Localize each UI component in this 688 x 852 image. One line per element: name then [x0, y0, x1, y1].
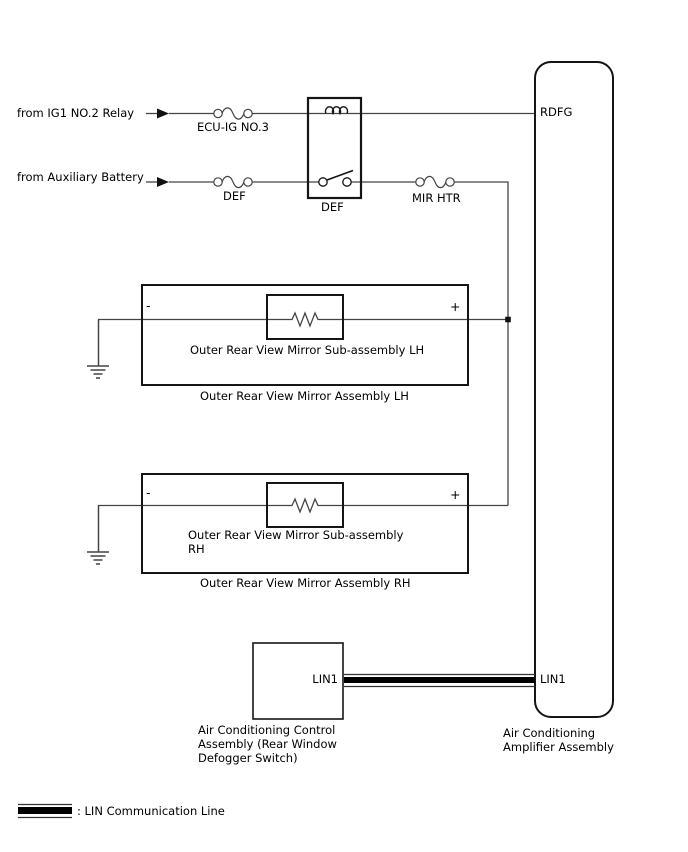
wire-mirror-lh: [98, 311, 508, 328]
legend-lin-line-icon: [18, 803, 72, 819]
arrow-ig1-icon: [157, 108, 169, 119]
mirror-sub-lh-label: Outer Rear View Mirror Sub-assembly LH: [190, 343, 425, 357]
mirror-lh-plus: +: [450, 299, 461, 314]
legend-lin-label: : LIN Communication Line: [77, 804, 225, 818]
ground-lh-icon: [87, 319, 109, 379]
amplifier-pin-rdfg: RDFG: [540, 105, 573, 119]
relay-def-label: DEF: [321, 200, 344, 214]
relay-def-box: [306, 96, 363, 200]
mirror-lh-minus: -: [146, 298, 151, 313]
relay-switch-icon: [318, 169, 354, 187]
fuse-mir-htr-icon: [415, 175, 455, 189]
relay-coil-icon: [324, 106, 349, 116]
fuse-mir-htr-label: MIR HTR: [412, 191, 461, 205]
ground-rh-icon: [87, 505, 109, 565]
amplifier-assembly-label: Air Conditioning Amplifier Assembly: [503, 726, 614, 754]
fuse-ecu-ig-label: ECU-IG NO.3: [197, 120, 269, 134]
fuse-def-icon: [213, 175, 253, 189]
wire-mirror-rh: [98, 497, 508, 514]
arrow-aux-icon: [157, 177, 169, 187]
mirror-sub-lh-box: [266, 294, 344, 340]
control-assembly-box: [252, 642, 344, 720]
mirror-assembly-rh-label: Outer Rear View Mirror Assembly RH: [200, 576, 411, 590]
junction-dot: [505, 316, 511, 323]
mirror-assembly-lh-box: [141, 284, 469, 386]
amplifier-pin-lin1: LIN1: [540, 672, 566, 686]
wire-mirhtr-vertical-bus: [454, 181, 509, 506]
lin-communication-line: [344, 673, 535, 688]
mirror-rh-minus: -: [146, 485, 151, 500]
mirror-sub-rh-label: Outer Rear View Mirror Sub-assembly RH: [188, 528, 404, 556]
fuse-def-label: DEF: [223, 189, 246, 203]
fuse-ecu-ig-icon: [213, 107, 253, 120]
source-aux-battery-label: from Auxiliary Battery: [17, 170, 144, 184]
control-pin-lin1: LIN1: [312, 672, 338, 686]
mirror-rh-plus: +: [450, 487, 461, 502]
mirror-assembly-rh-box: [141, 473, 469, 574]
control-assembly-label: Air Conditioning Control Assembly (Rear …: [198, 723, 337, 765]
amplifier-box: [534, 61, 614, 718]
mirror-assembly-lh-label: Outer Rear View Mirror Assembly LH: [200, 389, 409, 403]
source-ig1-label: from IG1 NO.2 Relay: [17, 106, 135, 120]
mirror-sub-rh-box: [266, 482, 344, 528]
